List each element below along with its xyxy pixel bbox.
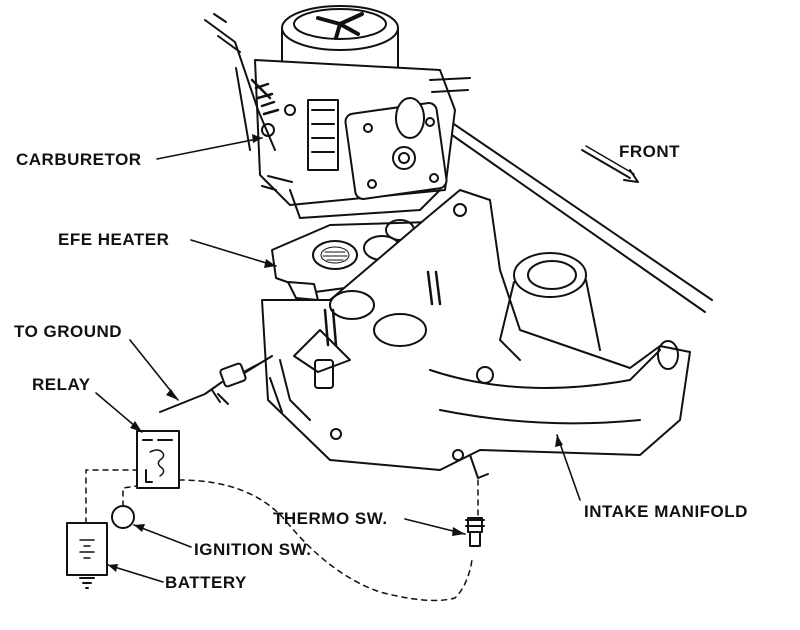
intake-manifold-label: INTAKE MANIFOLD (584, 502, 748, 521)
leader-lines (95, 137, 581, 583)
dashed-wiring (85, 469, 479, 602)
carburetor-drawing (204, 5, 471, 219)
efe-heater-label: EFE HEATER (58, 230, 170, 249)
ignition-switch-drawing (111, 505, 135, 529)
thermo-switch-label: THERMO SW. (273, 509, 388, 528)
front-label: FRONT (619, 142, 681, 161)
relay-drawing (136, 430, 180, 489)
ignition-switch-label: IGNITION SW. (194, 540, 312, 559)
wiring-harness (159, 355, 273, 413)
throttle-rod (441, 117, 713, 313)
carburetor-label: CARBURETOR (16, 150, 142, 169)
intake-manifold-drawing (261, 189, 691, 479)
leader-arrowheads (108, 134, 563, 572)
thermo-switch-drawing (465, 517, 485, 547)
to-ground-label: TO GROUND (14, 322, 123, 341)
battery-drawing (66, 522, 108, 589)
relay-label: RELAY (32, 375, 91, 394)
front-arrow-icon (581, 145, 639, 183)
battery-label: BATTERY (165, 573, 247, 592)
